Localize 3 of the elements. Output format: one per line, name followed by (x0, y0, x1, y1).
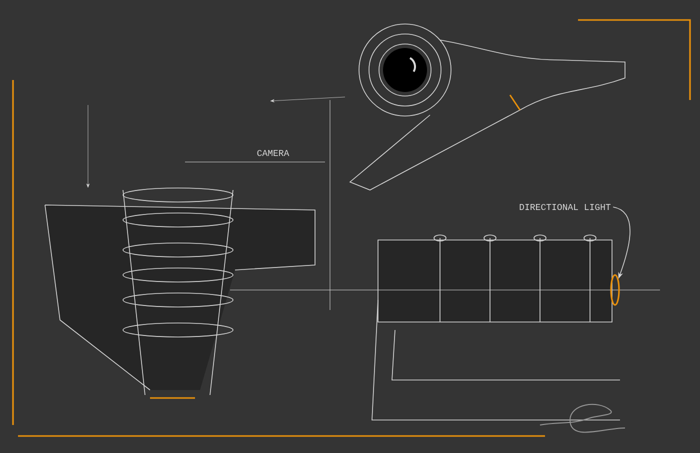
callout-text: DIRECTIONAL LIGHT (520, 204, 611, 210)
label-text: CAMERA (257, 150, 290, 156)
light-ring (610, 274, 620, 306)
